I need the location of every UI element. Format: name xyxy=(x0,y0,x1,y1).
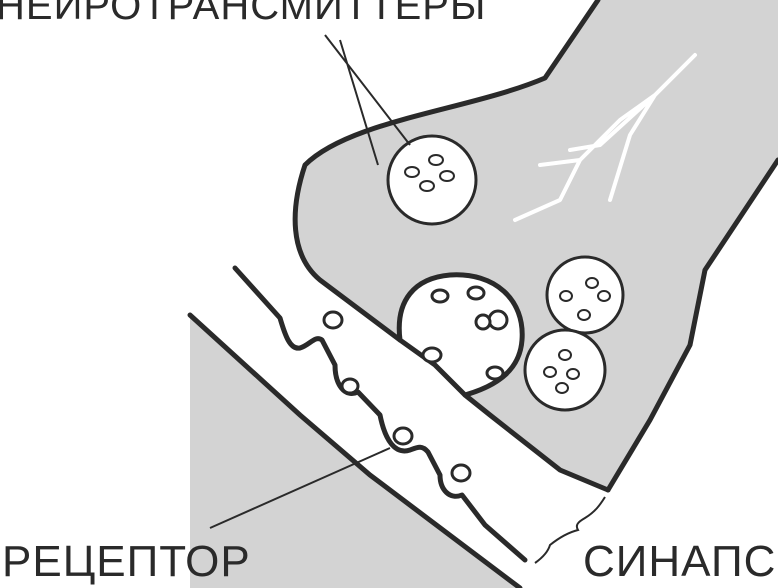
receptor-label: РЕЦЕПТОР xyxy=(2,540,251,584)
vesicle-right-upper xyxy=(547,257,623,333)
synapse-label: СИНАПС xyxy=(583,540,776,584)
fusing-vesicle xyxy=(399,275,522,395)
neurotransmitters-label: НЕЙРОТРАНСМИТТЕРЫ xyxy=(0,0,486,26)
axon-terminal xyxy=(295,0,778,490)
vesicle-top xyxy=(388,136,476,224)
vesicle-right-lower xyxy=(525,330,605,410)
